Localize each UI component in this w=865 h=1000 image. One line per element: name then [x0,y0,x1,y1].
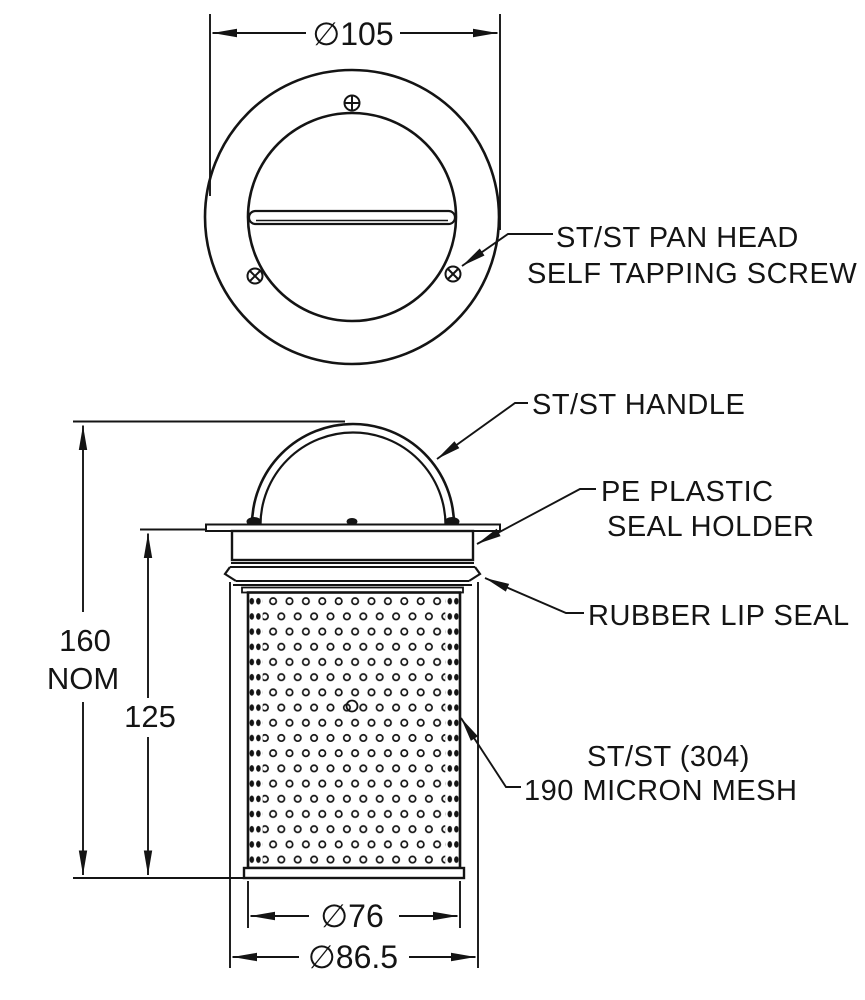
seal-diameter-text: ∅86.5 [308,939,398,975]
screw-top [343,94,361,112]
mesh-label-line1: ST/ST (304) [587,741,750,773]
mesh-label-line2: 190 MICRON MESH [524,775,797,807]
screw-label-line1: ST/ST PAN HEAD [556,222,799,254]
center-rivet [346,518,358,525]
dim-seal-diameter [229,582,479,968]
seal-holder-label-line1: PE PLASTIC [601,476,774,508]
dim-basket-height [140,528,207,875]
handle-bar-top-view [247,209,457,226]
screw-label-line2: SELF TAPPING SCREW [527,258,857,290]
seal-holder-label-line2: SEAL HOLDER [607,511,815,543]
basket-diameter-text: ∅76 [320,898,383,934]
handle-dome [246,422,460,526]
side-view [73,402,596,968]
top-view [203,14,553,366]
handle-label: ST/ST HANDLE [532,389,745,421]
leader-handle [436,402,528,460]
top-diameter-text: ∅105 [312,16,393,52]
basket-height-text: 125 [124,699,176,734]
dim-basket-diameter [247,881,461,928]
leader-seal-holder [476,488,596,545]
overall-height-qualifier-text: NOM [47,661,119,696]
basket-bottom-rim [242,866,466,880]
rubber-lip-seal [223,562,482,594]
dim-overall-height [73,420,345,879]
seal-holder-collar [230,529,475,562]
screw-bottom-left [246,267,264,285]
leader-mesh [460,717,521,788]
mesh-basket [242,591,466,880]
overall-height-text: 160 [59,623,111,658]
flange-outer-circle [203,68,501,366]
leader-lip-seal [484,577,584,614]
screw-bottom-right [444,265,462,283]
lip-seal-label: RUBBER LIP SEAL [588,600,850,632]
mesh-center-hole [345,699,359,713]
leader-pan-head-screw [461,233,553,267]
dim-top-diameter [209,14,501,230]
